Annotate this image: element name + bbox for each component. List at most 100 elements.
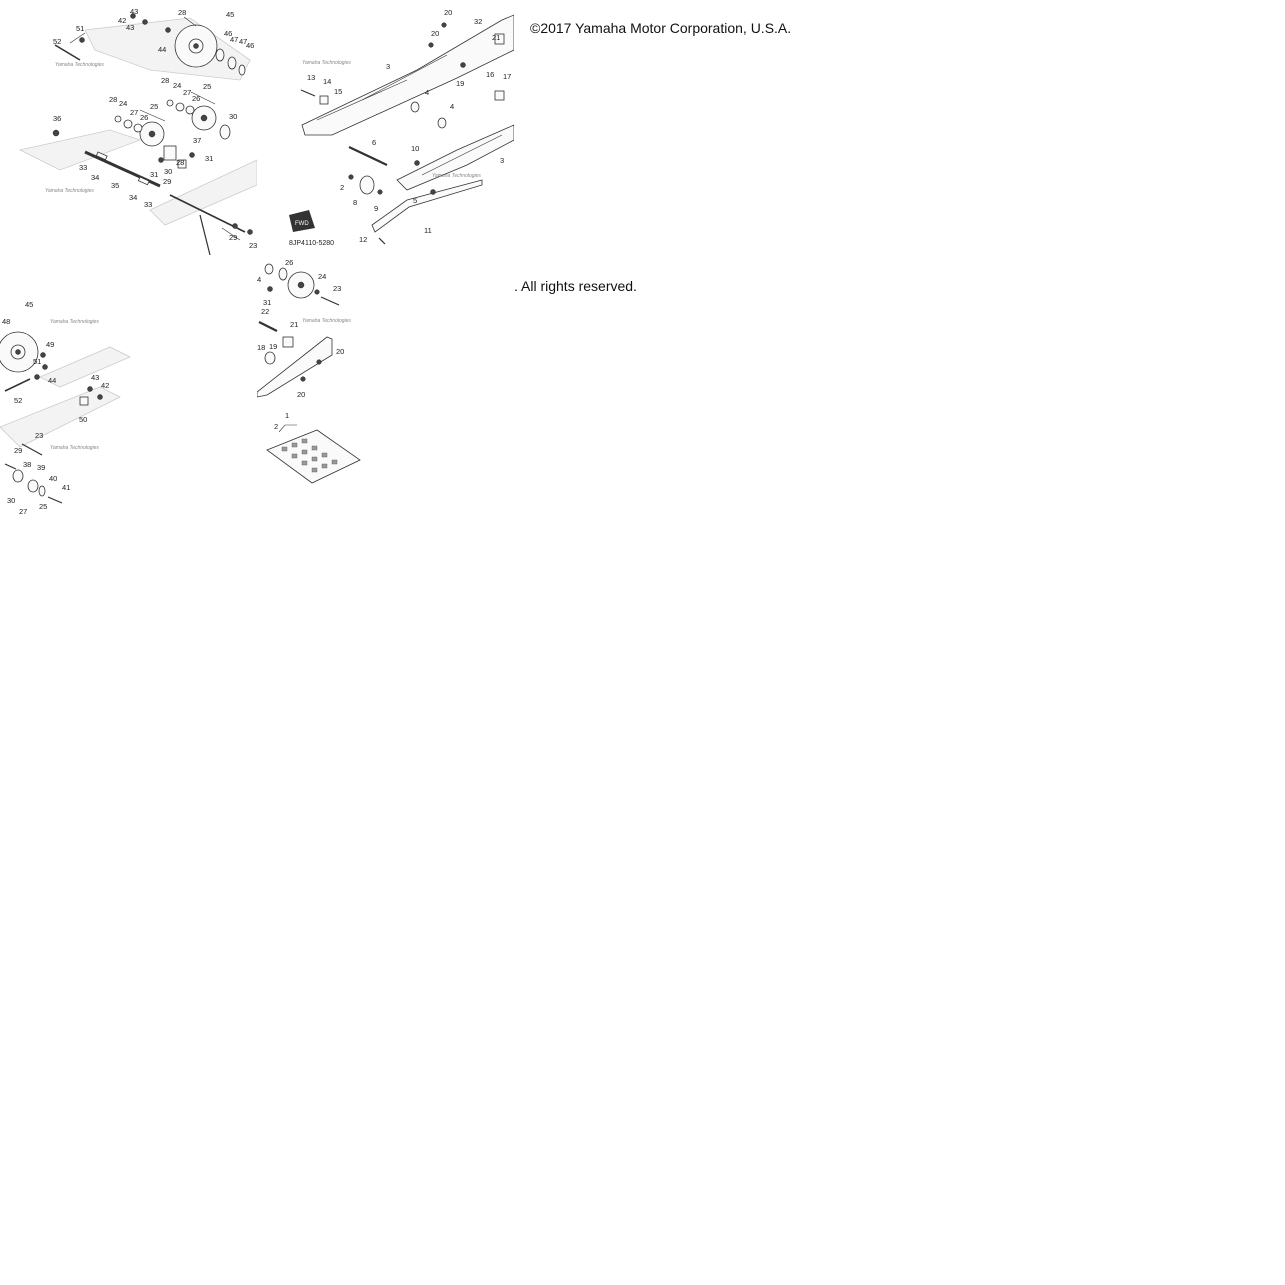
rail-assembly-illustration: 42 43 43 28 45 51 52 44 46 47 47 46 28 2… <box>18 7 257 256</box>
svg-text:5: 5 <box>413 196 417 205</box>
svg-text:42: 42 <box>118 16 126 25</box>
svg-text:30: 30 <box>164 167 172 176</box>
svg-text:8: 8 <box>353 198 357 207</box>
svg-text:8JP4110-5280: 8JP4110-5280 <box>289 240 334 247</box>
svg-text:20: 20 <box>297 390 305 399</box>
svg-text:44: 44 <box>48 376 56 385</box>
svg-text:Yamaha Technologies: Yamaha Technologies <box>302 318 351 324</box>
svg-text:31: 31 <box>150 170 158 179</box>
svg-text:Yamaha Technologies: Yamaha Technologies <box>50 319 99 325</box>
diagram-tile-bottom-middle: 1 2 4 26 24 23 31 22 21 18 19 20 20 Yama… <box>257 257 514 514</box>
svg-text:44: 44 <box>158 45 166 54</box>
svg-text:14: 14 <box>323 77 331 86</box>
svg-text:9: 9 <box>374 204 378 213</box>
svg-text:21: 21 <box>290 320 298 329</box>
svg-text:31: 31 <box>205 154 213 163</box>
svg-text:26: 26 <box>140 113 148 122</box>
svg-text:20: 20 <box>336 347 344 356</box>
svg-text:21: 21 <box>492 33 500 42</box>
svg-text:28: 28 <box>161 76 169 85</box>
svg-text:52: 52 <box>14 396 22 405</box>
svg-text:3: 3 <box>386 62 390 71</box>
svg-text:Yamaha Technologies: Yamaha Technologies <box>50 445 99 451</box>
svg-text:19: 19 <box>269 342 277 351</box>
svg-text:51: 51 <box>33 357 41 366</box>
svg-text:24: 24 <box>173 81 181 90</box>
svg-text:46: 46 <box>246 41 254 50</box>
svg-text:28: 28 <box>178 8 186 17</box>
svg-text:30: 30 <box>229 112 237 121</box>
svg-text:16: 16 <box>486 70 494 79</box>
svg-text:51: 51 <box>76 24 84 33</box>
svg-text:35: 35 <box>111 181 119 190</box>
svg-text:27: 27 <box>130 108 138 117</box>
svg-text:23: 23 <box>249 241 257 250</box>
svg-text:25: 25 <box>150 102 158 111</box>
svg-text:31: 31 <box>263 298 271 307</box>
svg-text:12: 12 <box>359 235 367 244</box>
copyright-text: ©2017 Yamaha Motor Corporation, U.S.A. <box>530 20 792 36</box>
svg-text:37: 37 <box>193 136 201 145</box>
slide-rail-illustration: FWD 8JP4110-5280 20 32 20 21 3 13 14 15 … <box>289 8 514 247</box>
svg-text:30: 30 <box>7 496 15 505</box>
svg-text:27: 27 <box>19 507 27 514</box>
svg-text:41: 41 <box>62 483 70 492</box>
svg-text:49: 49 <box>46 340 54 349</box>
svg-text:29: 29 <box>163 177 171 186</box>
svg-text:23: 23 <box>35 431 43 440</box>
svg-text:47: 47 <box>239 37 247 46</box>
svg-text:45: 45 <box>25 300 33 309</box>
svg-text:20: 20 <box>444 8 452 17</box>
svg-text:28: 28 <box>109 95 117 104</box>
svg-text:23: 23 <box>333 284 341 293</box>
diagram-tile-top-left: 42 43 43 28 45 51 52 44 46 47 47 46 28 2… <box>0 0 257 257</box>
svg-text:32: 32 <box>474 17 482 26</box>
svg-text:39: 39 <box>37 463 45 472</box>
svg-text:48: 48 <box>2 317 10 326</box>
svg-text:43: 43 <box>91 373 99 382</box>
svg-text:45: 45 <box>226 10 234 19</box>
svg-text:29: 29 <box>229 233 237 242</box>
svg-text:4: 4 <box>425 88 429 97</box>
svg-text:25: 25 <box>203 82 211 91</box>
svg-text:24: 24 <box>119 99 127 108</box>
svg-text:33: 33 <box>144 200 152 209</box>
svg-text:50: 50 <box>79 415 87 424</box>
svg-text:43: 43 <box>130 7 138 16</box>
svg-text:36: 36 <box>53 114 61 123</box>
svg-text:Yamaha Technologies: Yamaha Technologies <box>45 188 94 194</box>
svg-text:33: 33 <box>79 163 87 172</box>
svg-text:38: 38 <box>23 460 31 469</box>
svg-text:18: 18 <box>257 343 265 352</box>
svg-text:4: 4 <box>257 275 261 284</box>
svg-text:46: 46 <box>224 29 232 38</box>
svg-text:19: 19 <box>456 79 464 88</box>
svg-text:26: 26 <box>192 94 200 103</box>
svg-text:6: 6 <box>372 138 376 147</box>
rights-reserved-text: . All rights reserved. <box>514 278 637 294</box>
svg-text:Yamaha Technologies: Yamaha Technologies <box>302 60 351 66</box>
svg-text:10: 10 <box>411 144 419 153</box>
svg-text:24: 24 <box>318 272 326 281</box>
svg-text:52: 52 <box>53 37 61 46</box>
svg-text:29: 29 <box>14 446 22 455</box>
svg-text:1: 1 <box>285 411 289 420</box>
svg-text:4: 4 <box>450 102 454 111</box>
svg-text:42: 42 <box>101 381 109 390</box>
svg-text:3: 3 <box>500 156 504 165</box>
svg-text:25: 25 <box>39 502 47 511</box>
svg-text:34: 34 <box>91 173 99 182</box>
svg-text:28: 28 <box>176 158 184 167</box>
svg-text:40: 40 <box>49 474 57 483</box>
svg-text:2: 2 <box>340 183 344 192</box>
svg-text:22: 22 <box>261 307 269 316</box>
svg-text:15: 15 <box>334 87 342 96</box>
svg-text:47: 47 <box>230 35 238 44</box>
diagram-tile-top-right: FWD 8JP4110-5280 20 32 20 21 3 13 14 15 … <box>257 0 514 257</box>
svg-text:Yamaha Technologies: Yamaha Technologies <box>432 173 481 179</box>
idler-wheel-illustration: 45 48 49 51 44 43 42 52 50 23 29 38 39 4… <box>0 300 131 514</box>
svg-text:27: 27 <box>183 88 191 97</box>
svg-text:13: 13 <box>307 73 315 82</box>
svg-text:17: 17 <box>503 72 511 81</box>
svg-text:Yamaha Technologies: Yamaha Technologies <box>55 62 104 68</box>
